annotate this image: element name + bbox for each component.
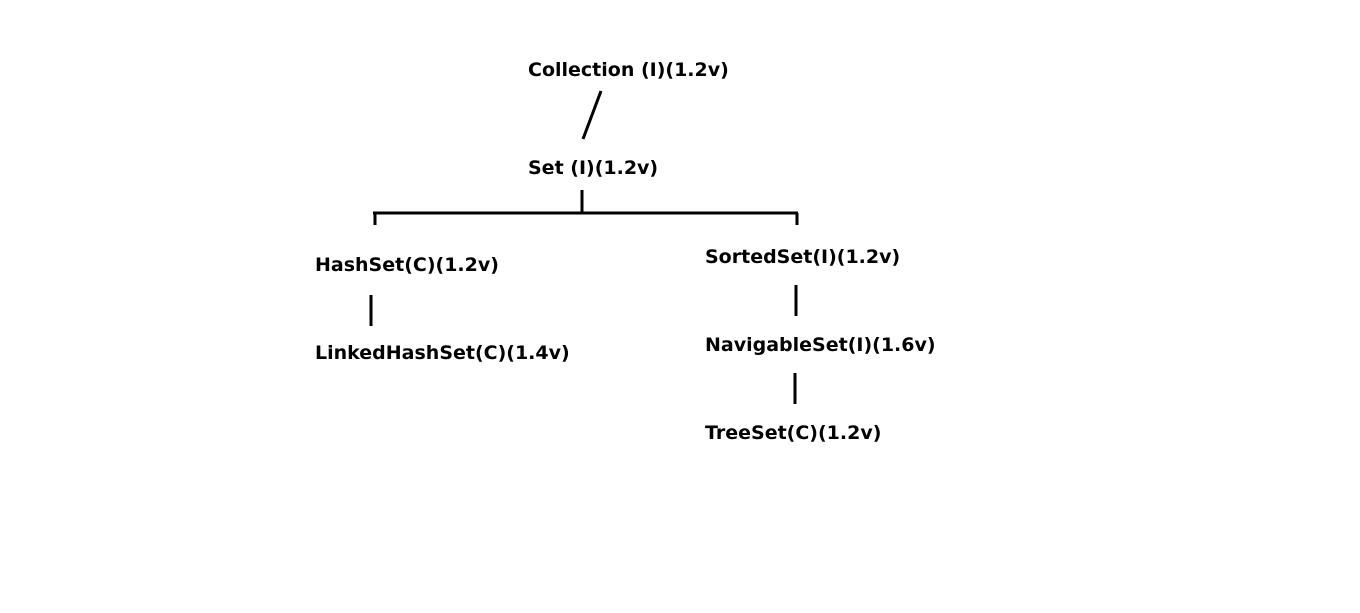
node-treeset: TreeSet(C)(1.2v): [705, 422, 882, 444]
node-set: Set (I)(1.2v): [528, 157, 659, 179]
node-sortedset: SortedSet(I)(1.2v): [705, 246, 901, 268]
node-hashset: HashSet(C)(1.2v): [315, 254, 499, 276]
node-navigableset: NavigableSet(I)(1.6v): [705, 334, 936, 356]
edge-collection-set: [581, 90, 603, 140]
node-linkedhashset: LinkedHashSet(C)(1.4v): [315, 342, 570, 364]
node-collection: Collection (I)(1.2v): [528, 59, 729, 81]
